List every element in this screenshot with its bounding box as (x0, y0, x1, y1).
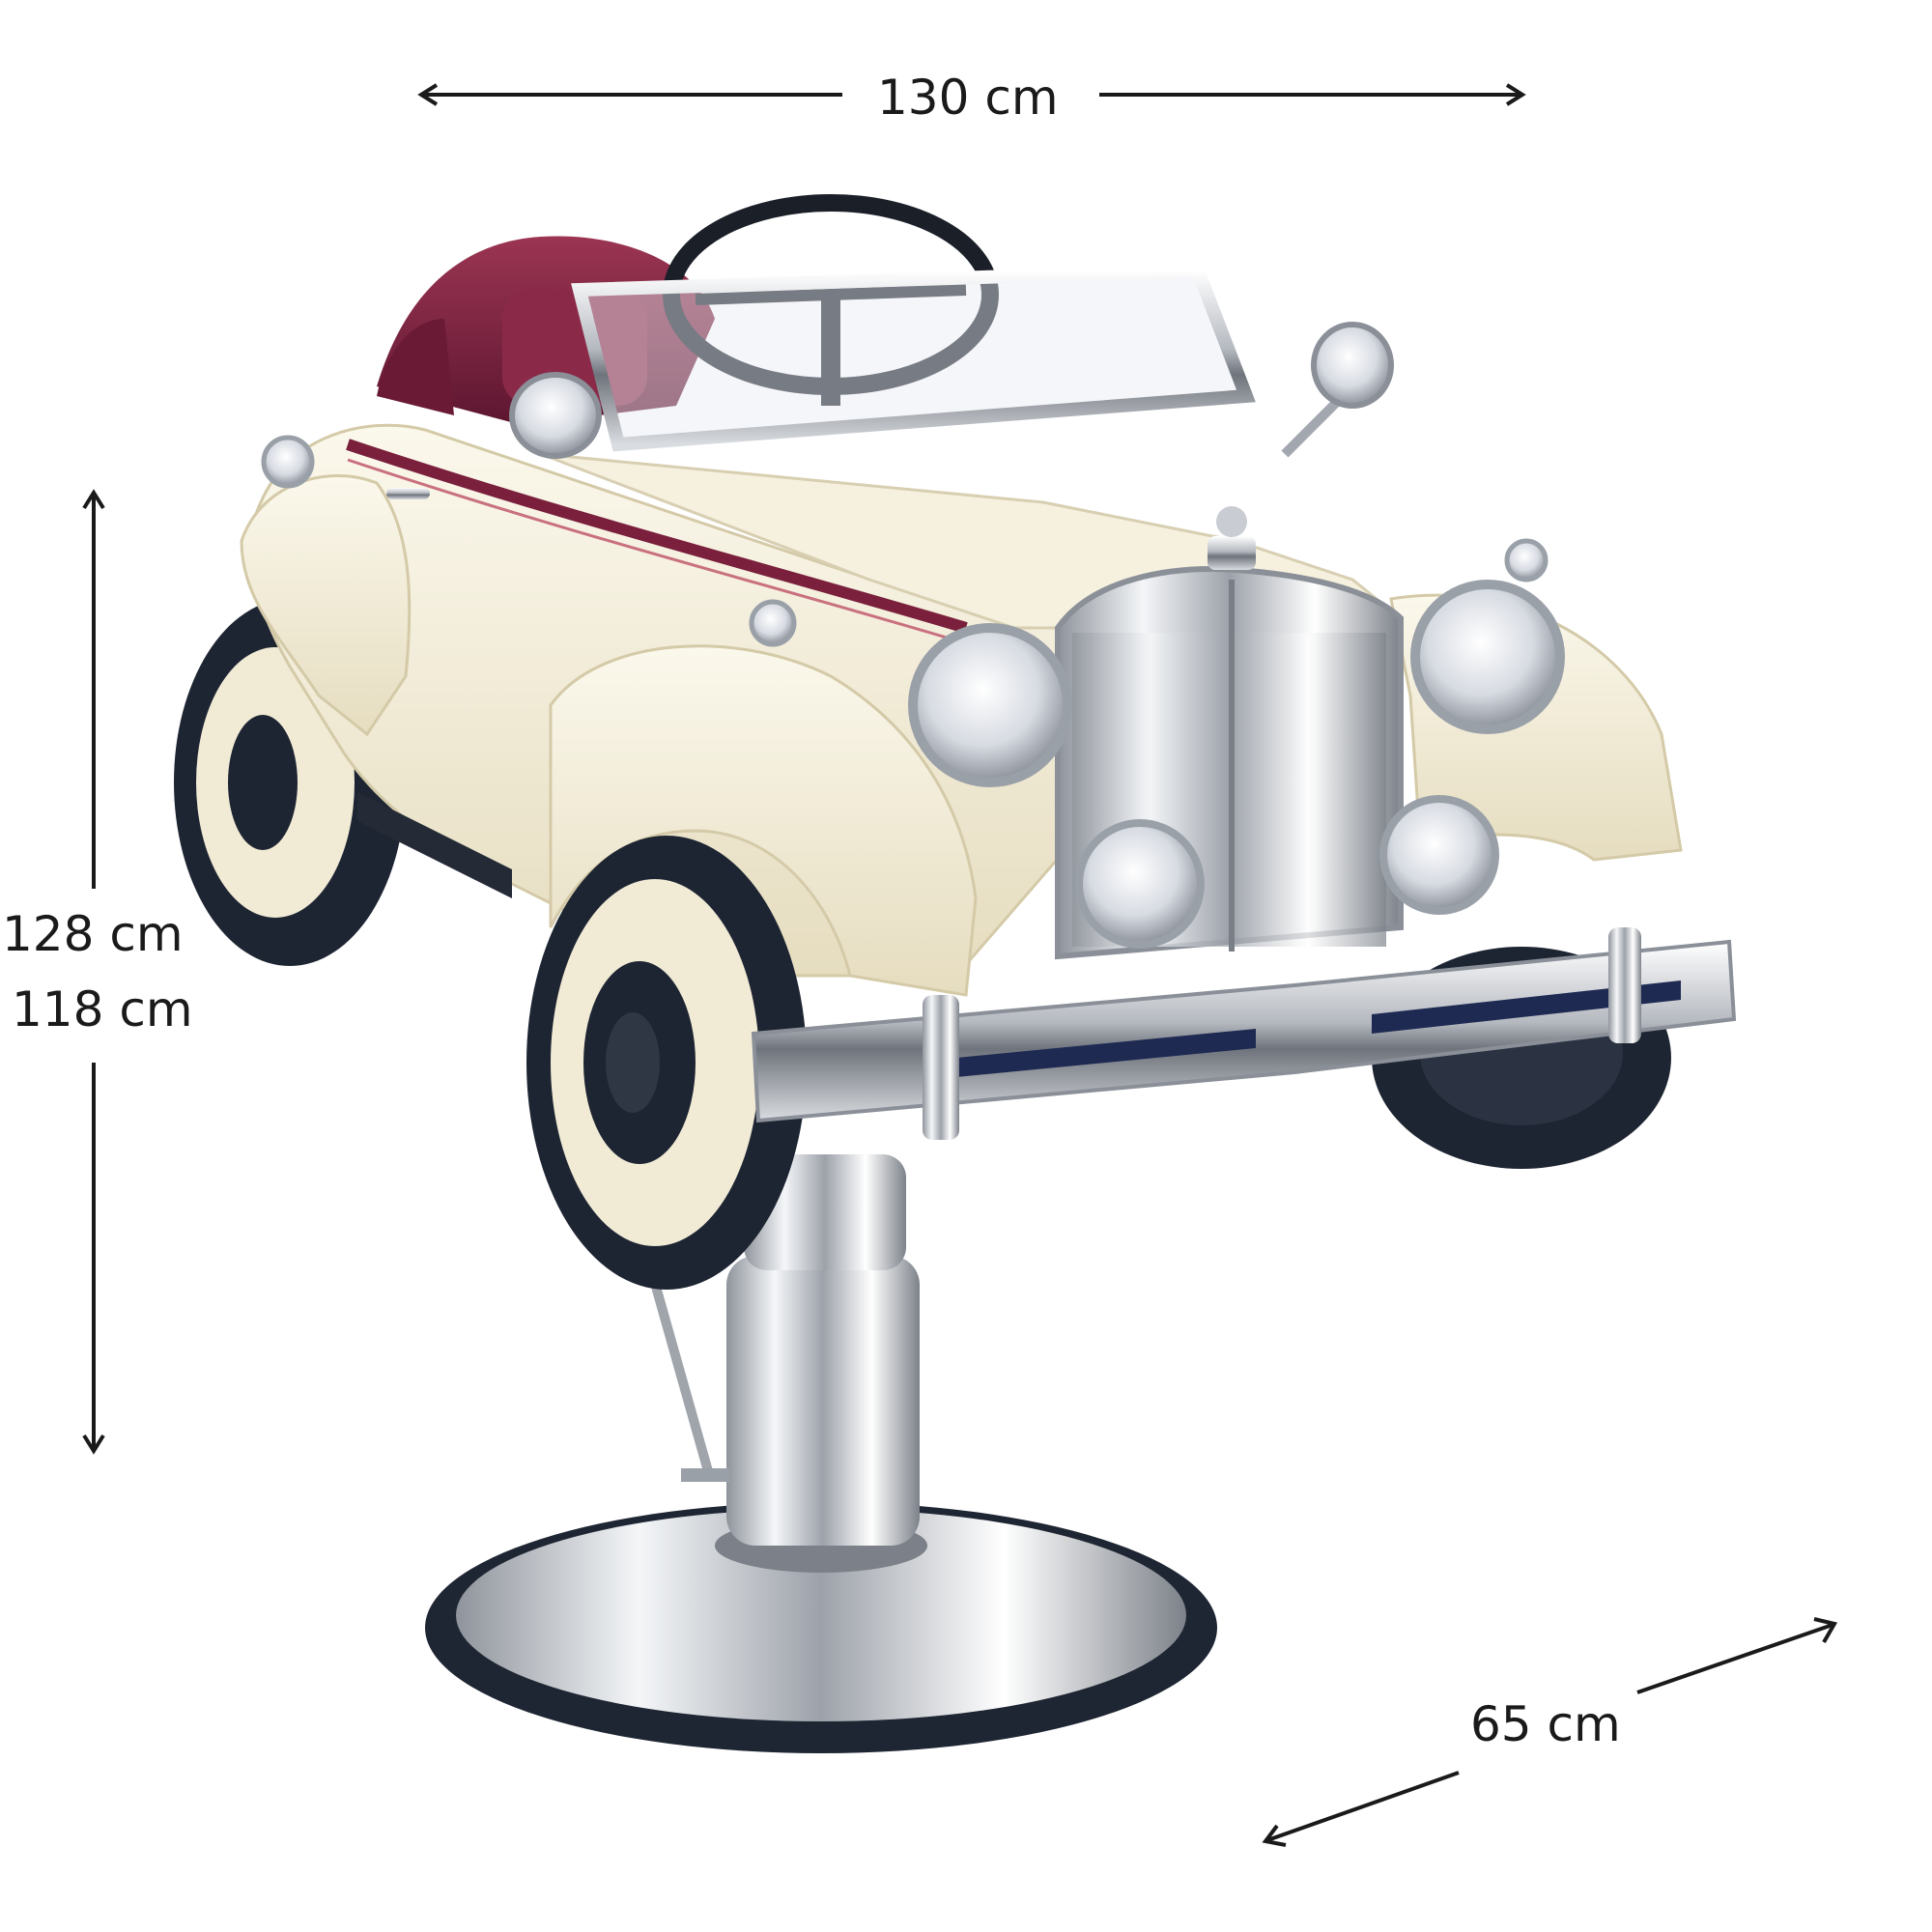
steering-wheel (663, 194, 999, 406)
height-max-label: 128 cm (2, 906, 184, 962)
height-arrow (82, 489, 105, 1455)
front-bumper (751, 927, 1737, 1140)
front-left-wheel (526, 836, 807, 1290)
side-mirror (509, 322, 1394, 459)
depth-label: 65 cm (1470, 1696, 1621, 1752)
chair-base (425, 1502, 1217, 1753)
width-arrow (417, 83, 1526, 106)
windshield (571, 263, 1256, 452)
headlamps (261, 435, 1565, 949)
car-body (240, 423, 1683, 997)
width-label: 130 cm (877, 70, 1059, 126)
height-min-label: 118 cm (12, 981, 193, 1037)
depth-arrow (1262, 1617, 1838, 1847)
hydraulic-column (642, 1154, 920, 1546)
